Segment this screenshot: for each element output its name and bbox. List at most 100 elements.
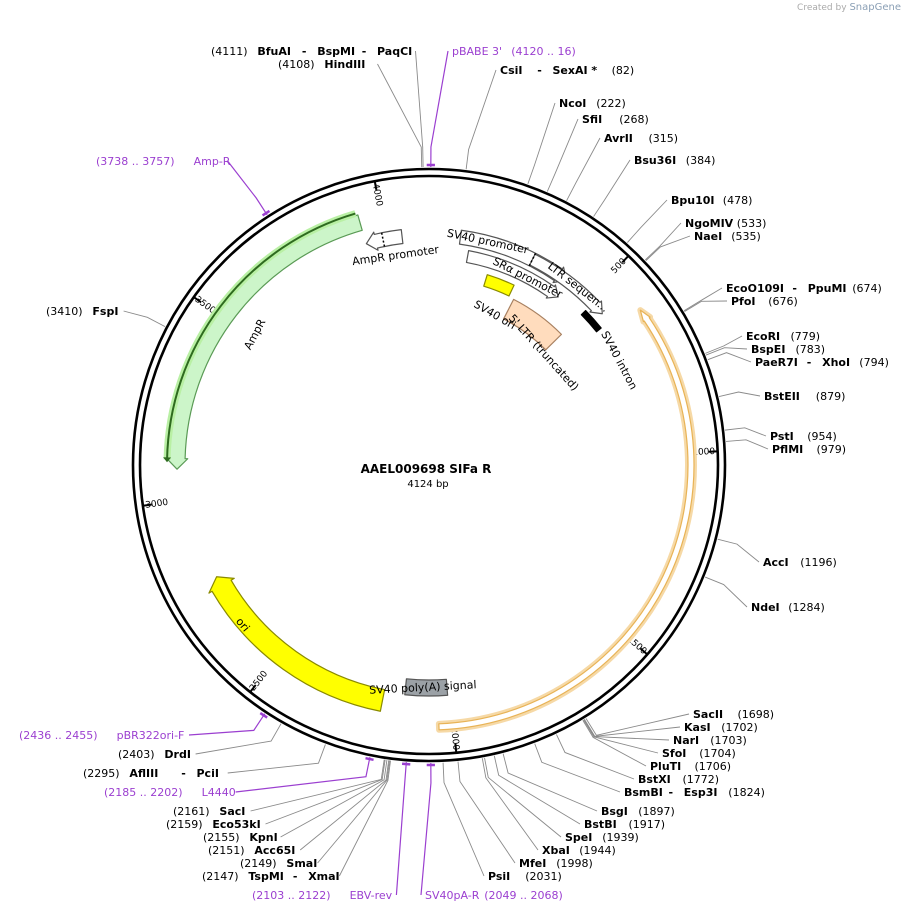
site-eco0109i-name-1: PpuMI [808, 282, 847, 295]
site-paer7i-leader [707, 352, 752, 363]
site-eco53ki[interactable]: (2159)Eco53kI [166, 818, 261, 831]
tick-label-2000: 2000 [448, 727, 460, 751]
site-bsgi-position: (1897) [638, 805, 675, 818]
site-eco53ki-range: (2159) [166, 818, 203, 831]
site-mfei-name-0: MfeI [519, 857, 546, 870]
site-tspmi[interactable]: (2147)TspMI-XmaI [202, 870, 340, 883]
site-kpni[interactable]: (2155)KpnI [203, 831, 278, 844]
site-l4440[interactable]: (2185 .. 2202)L4440 [104, 786, 236, 799]
site-sv40pa-r-leader [420, 762, 432, 896]
site-pfoi[interactable]: PfoI(676) [731, 295, 798, 308]
site-psti[interactable]: PstI(954) [770, 430, 837, 443]
site-sv40pa-r-position: (2049 .. 2068) [484, 889, 563, 902]
site-afliii[interactable]: (2295)AflIII-PciI [83, 767, 219, 780]
site-xbai[interactable]: XbaI(1944) [542, 844, 616, 857]
site-ndei[interactable]: NdeI(1284) [751, 601, 825, 614]
primer-ebv-rev-mark [401, 762, 411, 766]
site-amp-r[interactable]: (3738 .. 3757)Amp-R [96, 155, 231, 168]
site-nari[interactable]: NarI(1703) [673, 734, 747, 747]
site-sfoi-name-0: SfoI [662, 747, 686, 760]
site-acci[interactable]: AccI(1196) [763, 556, 837, 569]
site-drdi[interactable]: (2403)DrdI [118, 748, 191, 761]
site-bsgi-leader [502, 753, 598, 812]
feature-ampr-promoter-arrow[interactable] [365, 229, 404, 251]
site-csii[interactable]: CsiI-SexAI *(82) [500, 64, 634, 77]
site-bfuai-name-1: BspMI [317, 45, 355, 58]
site-bsgi[interactable]: BsgI(1897) [601, 805, 675, 818]
site-ebv-rev[interactable]: (2103 .. 2122)EBV-rev [252, 889, 393, 902]
site-sacii-position: (1698) [738, 708, 775, 721]
site-sfoi[interactable]: SfoI(1704) [662, 747, 736, 760]
site-bstxi[interactable]: BstXI(1772) [638, 773, 719, 786]
site-pluti-position: (1706) [695, 760, 732, 773]
site-psii[interactable]: PsiI(2031) [488, 870, 562, 883]
site-acc65i[interactable]: (2151)Acc65I [208, 844, 295, 857]
site-pflmi[interactable]: PflMI(979) [772, 443, 846, 456]
site-drdi-leader [195, 723, 282, 755]
site-pbr322ori[interactable]: (2436 .. 2455)pBR322ori-F [19, 729, 184, 742]
site-fspi-range: (3410) [46, 305, 83, 318]
site-afliii-name-0: AflIII [129, 767, 158, 780]
site-ecori[interactable]: EcoRI(779) [746, 330, 820, 343]
site-fspi[interactable]: (3410)FspI [46, 305, 118, 318]
ampr-strand-line [166, 212, 356, 460]
site-bsteii[interactable]: BstEII(879) [764, 390, 845, 403]
site-naei[interactable]: NaeI(535) [694, 230, 761, 243]
site-bstbi-leader [493, 755, 581, 825]
site-ndei-leader [704, 576, 748, 608]
site-sacii[interactable]: SacII(1698) [693, 708, 774, 721]
site-bstxi-name-0: BstXI [638, 773, 671, 786]
feature-ltr-seq-arrow[interactable] [529, 253, 603, 315]
site-ngomiv[interactable]: NgoMIV(533) [685, 217, 766, 230]
site-sv40pa-r[interactable]: SV40pA-R(2049 .. 2068) [425, 889, 563, 902]
site-pfoi-name-0: PfoI [731, 295, 756, 308]
site-bsu36i[interactable]: Bsu36I(384) [634, 154, 715, 167]
site-avrii[interactable]: AvrII(315) [604, 132, 678, 145]
site-bfuai[interactable]: (4111)BfuAI-BspMI-PaqCI [211, 45, 412, 58]
feature-sv40-ori-arrow[interactable] [483, 274, 515, 297]
site-saci-leader [250, 759, 385, 812]
site-hindiii-range: (4108) [278, 58, 315, 71]
site-bsmbi[interactable]: BsmBI-Esp3I(1824) [624, 786, 765, 799]
site-eco0109i-separator: - [792, 282, 797, 295]
site-hindiii[interactable]: (4108) HindIII [278, 58, 365, 71]
site-spei[interactable]: SpeI(1939) [565, 831, 639, 844]
site-mfei[interactable]: MfeI(1998) [519, 857, 593, 870]
feature-polya-arrow[interactable] [404, 678, 449, 697]
site-acc65i-range: (2151) [208, 844, 245, 857]
feature-sra-promoter-arrow[interactable] [465, 250, 559, 299]
site-smai[interactable]: (2149)SmaI [240, 857, 317, 870]
feature-orf-arrow[interactable] [438, 309, 695, 731]
site-eco0109i[interactable]: EcoO109I-PpuMI(674) [726, 282, 882, 295]
site-paer7i-name-1: XhoI [822, 356, 850, 369]
site-amp-r-leader [227, 160, 268, 216]
site-smai-range: (2149) [240, 857, 277, 870]
site-spei-position: (1939) [602, 831, 639, 844]
site-hindiii-name-0: HindIII [324, 58, 365, 71]
site-ecori-position: (779) [791, 330, 821, 343]
site-kasi[interactable]: KasI(1702) [684, 721, 758, 734]
site-bstxi-leader [556, 734, 635, 780]
site-pbabe[interactable]: pBABE 3'(4120 .. 16) [452, 45, 576, 58]
tick-mark-500 [621, 255, 629, 264]
site-paer7i[interactable]: PaeR7I-XhoI(794) [755, 356, 889, 369]
site-pluti[interactable]: PluTI(1706) [650, 760, 731, 773]
backbone-inner-ring [138, 174, 720, 756]
feature-ampr-label: AmpR [241, 316, 268, 351]
tick-mark-1500 [639, 647, 648, 655]
site-bfuai-name-2: PaqCI [377, 45, 412, 58]
site-bspei[interactable]: BspEI(783) [751, 343, 825, 356]
feature-ori-arrow[interactable] [208, 576, 386, 712]
primer-pbr322ori-mark [259, 712, 268, 719]
site-saci[interactable]: (2161)SacI [173, 805, 245, 818]
feature-ltr5-arrow[interactable] [503, 298, 563, 351]
site-sfii[interactable]: SfiI(268) [582, 113, 649, 126]
site-bstbi[interactable]: BstBI(1917) [584, 818, 665, 831]
site-bpu10i[interactable]: Bpu10I(478) [671, 194, 752, 207]
feature-sv40-intron-arrow[interactable] [580, 309, 602, 333]
site-psti-position: (954) [807, 430, 837, 443]
map-center-title: AAEL009698 SIFa R 4124 bp [361, 462, 492, 490]
site-csii-name-1: SexAI * [553, 64, 598, 77]
site-ncoi[interactable]: NcoI(222) [559, 97, 626, 110]
site-kasi-leader [583, 719, 681, 737]
